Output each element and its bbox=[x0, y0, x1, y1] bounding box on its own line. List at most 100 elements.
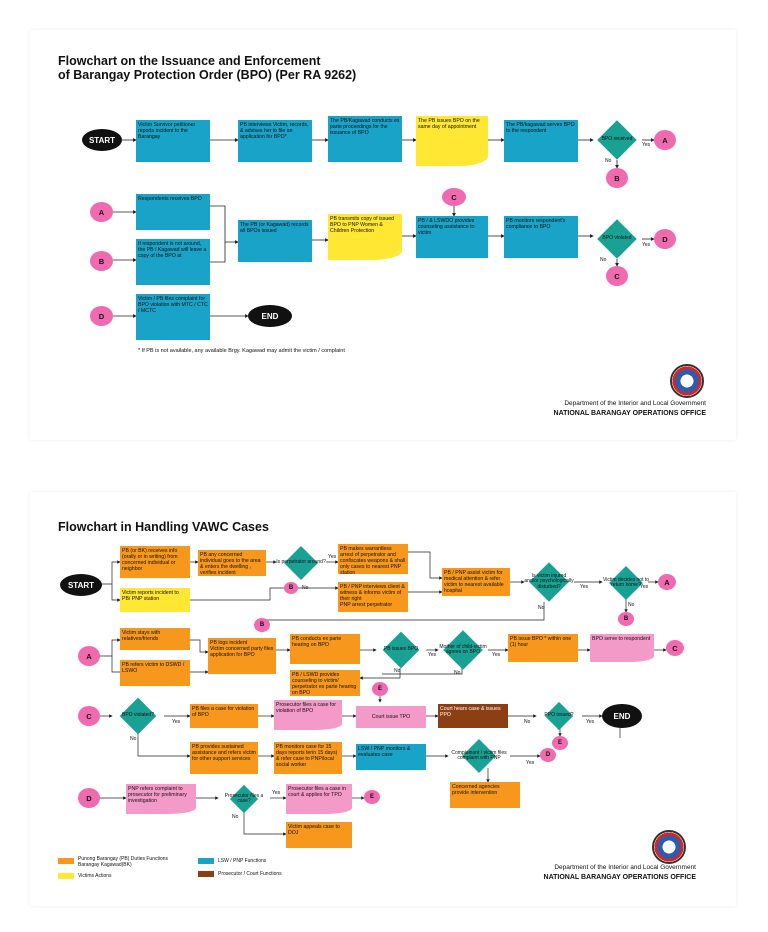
vawc-step-stay-relatives: Victim stays with relatives/friends bbox=[120, 628, 190, 650]
vawc-connector-e-out-3: E bbox=[364, 790, 380, 804]
vawc-connector-b-in: B bbox=[254, 618, 270, 632]
vawc-step-log-incident: PB logs incident Victim concerned party … bbox=[208, 638, 276, 674]
bpo-connector-c-out: C bbox=[606, 266, 628, 286]
vawc-connector-b-out-2: B bbox=[618, 612, 634, 626]
vawc-no-label-7: No bbox=[524, 719, 531, 725]
vawc-no-label-6: No bbox=[130, 736, 137, 742]
bpo-office-name: NATIONAL BARANGAY OPERATIONS OFFICE bbox=[553, 410, 706, 417]
vawc-connector-c-out: C bbox=[666, 640, 684, 656]
bpo-step-record-bpos: The PB (or Kagawad) records all BPOs iss… bbox=[238, 220, 312, 262]
legend-swatch-pb bbox=[58, 858, 74, 864]
bpo-no-label-1: No bbox=[605, 158, 612, 164]
vawc-step-court-tpo: Court issue TPO bbox=[356, 706, 426, 728]
vawc-yes-label-6: Yes bbox=[172, 719, 181, 725]
vawc-flowchart-panel: Flowchart in Handling VAWC Cases bbox=[30, 492, 736, 906]
vawc-step-sustained-assistance: PB provides sustained assistance and ref… bbox=[190, 742, 258, 774]
vawc-decision-ppo-issued: PPO issued? bbox=[536, 701, 582, 731]
vawc-interview-text: PB / PNP interviews client & witness & i… bbox=[340, 584, 405, 602]
vawc-end-terminal: END bbox=[602, 704, 642, 728]
bpo-step-report-incident: Victim Survivor petitioner reports incid… bbox=[136, 120, 210, 162]
vawc-decision-pb-issues-bpo: PB issues BPO bbox=[376, 631, 426, 669]
bpo-step-counseling: PB / & LSWDO provides counseling assista… bbox=[416, 216, 488, 258]
vawc-step-lsw-monitors: LSW / PNP monitors & evaluates case bbox=[356, 744, 426, 770]
vawc-decision-perpetrator-around: Is perpetrator around? bbox=[276, 546, 326, 580]
bpo-title-line1: Flowchart on the Issuance and Enforcemen… bbox=[58, 54, 321, 68]
dilg-seal-logo-2 bbox=[652, 830, 686, 864]
bpo-connector-c-in: C bbox=[442, 188, 466, 206]
vawc-step-receive-info: PB (or BK) receives info (orally or in w… bbox=[120, 546, 190, 578]
vawc-office-name: NATIONAL BARANGAY OPERATIONS OFFICE bbox=[543, 874, 696, 881]
vawc-decision-bpo-violated: BPO violated? bbox=[112, 697, 164, 735]
bpo-step-monitor-compliance: PB monitors respondent's compliance to B… bbox=[504, 216, 578, 258]
vawc-step-medical-attention: PB / PNP assist victim for medical atten… bbox=[442, 568, 510, 596]
vawc-no-label-5: No bbox=[454, 670, 461, 676]
bpo-yes-label-2: Yes bbox=[642, 242, 651, 248]
vawc-decision-mother-agrees: Mother of child-victim agrees on BPO bbox=[438, 630, 488, 670]
vawc-connector-e-out-2: E bbox=[552, 736, 568, 750]
vawc-connector-b-out: B bbox=[284, 582, 298, 594]
vawc-connector-d-in: D bbox=[78, 788, 100, 808]
bpo-connector-d-out: D bbox=[654, 229, 676, 249]
bpo-end-terminal: END bbox=[248, 305, 292, 327]
vawc-step-monitor-15-days: PB monitors case for 15 days reports ter… bbox=[274, 742, 342, 774]
vawc-step-counseling: PB / LSWD provides counseling to victim/… bbox=[290, 670, 360, 696]
bpo-connector-lines bbox=[113, 138, 655, 318]
vawc-step-interview-informs: PB / PNP interviews client & witness & i… bbox=[338, 582, 408, 612]
legend-swatch-lsw bbox=[198, 858, 214, 864]
vawc-connector-a-in: A bbox=[78, 646, 100, 666]
vawc-connector-a-out: A bbox=[658, 574, 676, 590]
vawc-connector-e-out: E bbox=[372, 682, 388, 696]
vawc-decision-complaint-pnp: Complainant / victim files complaint wit… bbox=[448, 739, 510, 773]
vawc-step-issue-bpo-hour: PB issue BPO * within one (1) hour bbox=[508, 634, 578, 662]
vawc-yes-label-8: Yes bbox=[526, 760, 535, 766]
vawc-log-incident-text: PB logs incident bbox=[210, 640, 248, 646]
bpo-step-respondent-receives: Respondents receives BPO bbox=[136, 194, 210, 230]
bpo-title-line2: of Barangay Protection Order (BPO) (Per … bbox=[58, 68, 357, 82]
vawc-yes-label-7: Yes bbox=[586, 719, 595, 725]
vawc-step-pnp-refers: PNP refers complaint to prosecutor for p… bbox=[126, 784, 196, 814]
vawc-yes-label-1: Yes bbox=[328, 554, 337, 560]
bpo-decision-violated: BPO violated bbox=[592, 219, 642, 259]
legend-label-victim: Victims Actions bbox=[78, 873, 112, 879]
bpo-step-transmit-copy: PB transmits copy of issued BPO to PNP W… bbox=[328, 214, 402, 260]
vawc-decision-not-return-home: Victim decides not to return home? bbox=[600, 566, 652, 600]
bpo-no-label-2: No bbox=[600, 257, 607, 263]
vawc-step-refer-dswd: PB refers victim to DSWD / LSWO bbox=[120, 660, 190, 686]
legend-label-pb: Punong Barangay (PB) Duties Functions Ba… bbox=[78, 856, 169, 868]
legend-swatch-court bbox=[198, 871, 214, 877]
bpo-flowchart-panel: Flowchart on the Issuance and Enforcemen… bbox=[30, 30, 736, 440]
bpo-step-leave-copy: If respondent is not around, the PB / Ka… bbox=[136, 239, 210, 285]
bpo-start-terminal: START bbox=[82, 129, 122, 151]
vawc-file-application-text: Victim concerned party files application… bbox=[210, 646, 274, 658]
bpo-connector-b-in: B bbox=[90, 251, 113, 271]
vawc-yes-label-2: Yes bbox=[580, 584, 589, 590]
vawc-step-prosecutor-files: Prosecutor files a case for violation of… bbox=[274, 700, 342, 730]
vawc-title: Flowchart in Handling VAWC Cases bbox=[58, 520, 269, 534]
vawc-step-court-apply-tpo: Prosecutor files a case in court & appli… bbox=[286, 784, 352, 814]
vawc-step-warrantless-arrest: PB makes warrantless arrest of perpetrat… bbox=[338, 544, 408, 574]
legend-label-court: Prosecutor / Court Functions bbox=[218, 871, 282, 877]
bpo-connector-b-out: B bbox=[606, 168, 628, 188]
vawc-step-appeal-doj: Victim appeals case to DOJ bbox=[286, 822, 352, 848]
legend-label-lsw: LSW / PNP Functions bbox=[218, 858, 267, 864]
vawc-start-terminal: START bbox=[60, 574, 102, 596]
vawc-no-label-1: No bbox=[302, 585, 309, 591]
bpo-decision-received: BPO received bbox=[592, 120, 642, 160]
vawc-step-ex-parte-hearing: PB conducts ex parte hearing on BPO bbox=[290, 634, 360, 664]
vawc-step-agencies-intervention: Concerned agencies provide intervention bbox=[450, 782, 520, 808]
bpo-yes-label-1: Yes bbox=[642, 142, 651, 148]
vawc-step-victim-reports: Victim reports incident to PB/ PNP stati… bbox=[120, 588, 190, 612]
vawc-no-label-9: No bbox=[232, 814, 239, 820]
bpo-connector-a-out: A bbox=[654, 130, 676, 150]
dilg-seal-logo bbox=[670, 364, 704, 398]
bpo-connector-a-in: A bbox=[90, 202, 113, 222]
vawc-step-court-ppo: Court hears case & issues PPO bbox=[438, 704, 508, 728]
vawc-decision-prosecutor-files: Prosecutor files a case? bbox=[218, 784, 270, 814]
vawc-step-serve-respondent: BPO serve to respondent bbox=[590, 634, 654, 662]
bpo-step-file-complaint: Victim / PB files complaint for BPO viol… bbox=[136, 294, 210, 340]
vawc-yes-label-9: Yes bbox=[272, 790, 281, 796]
bpo-connector-d-in: D bbox=[90, 306, 113, 326]
vawc-connector-c-in: C bbox=[78, 706, 100, 726]
vawc-step-pb-files-case: PB files a case for violation of BPO bbox=[190, 704, 258, 728]
vawc-no-label-3: No bbox=[628, 602, 635, 608]
